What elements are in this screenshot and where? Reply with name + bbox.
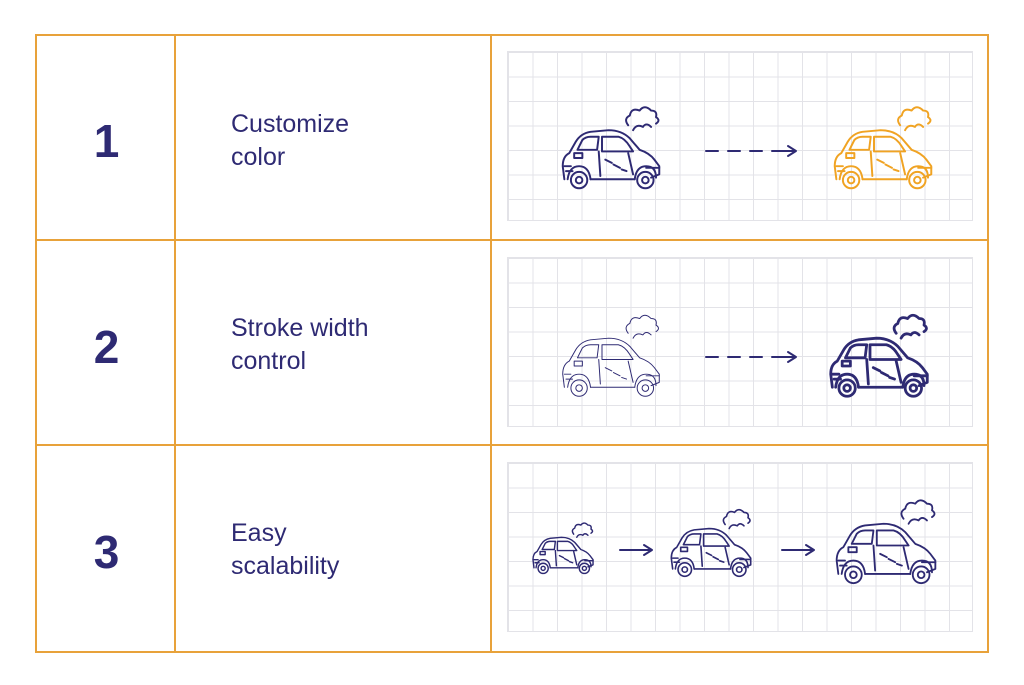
row-divider xyxy=(37,239,987,241)
dashed-arrow-icon xyxy=(705,351,797,363)
row-label-line: scalability xyxy=(231,552,340,580)
row-divider xyxy=(37,444,987,446)
thin-stroke-car-icon xyxy=(562,314,660,397)
row-label-line: Easy xyxy=(231,519,287,547)
dashed-arrow-icon xyxy=(705,145,797,157)
row-number: 2 xyxy=(93,321,120,373)
row-label-line: Stroke width xyxy=(231,314,369,342)
row-number: 1 xyxy=(93,115,120,167)
illustration-grid xyxy=(507,51,973,221)
thick-stroke-car-icon xyxy=(829,313,929,398)
row-label: Easy scalability xyxy=(231,517,481,583)
medium-car-icon xyxy=(670,508,752,578)
row-label: Customize color xyxy=(231,108,481,174)
navy-car-icon xyxy=(561,106,661,190)
row-label-line: control xyxy=(231,347,307,375)
column-divider xyxy=(490,36,492,651)
illustration-grid xyxy=(507,257,973,427)
row-label-line: color xyxy=(231,143,286,171)
small-car-icon xyxy=(532,522,594,575)
row-number: 3 xyxy=(93,526,120,578)
orange-car-icon xyxy=(833,106,933,190)
arrow-icon xyxy=(781,544,815,556)
arrow-icon xyxy=(619,544,653,556)
column-divider xyxy=(174,36,176,651)
large-car-icon xyxy=(835,499,937,585)
row-label-line: Customize xyxy=(231,110,350,138)
illustration-grid xyxy=(507,462,973,632)
feature-table: 1 Customize color 2 Stroke width control xyxy=(35,34,989,653)
row-label: Stroke width control xyxy=(231,312,481,378)
